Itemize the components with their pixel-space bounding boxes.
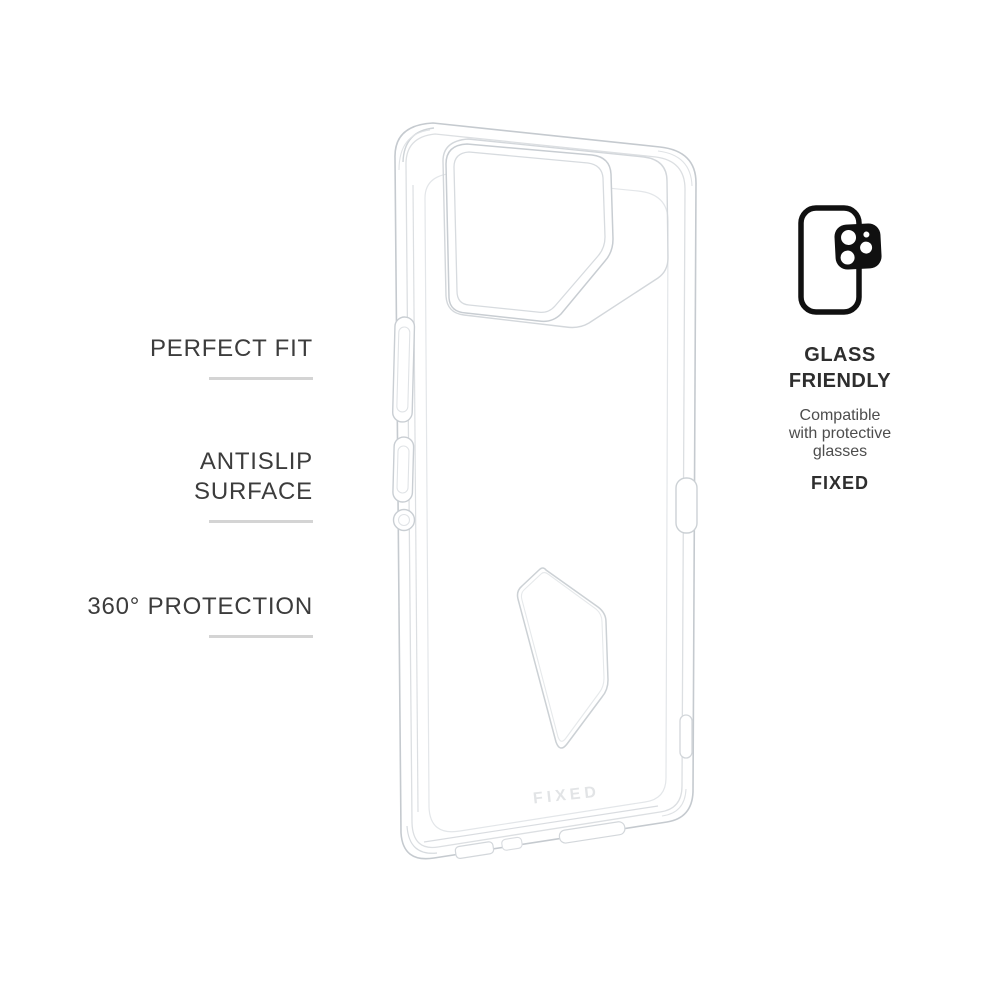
case-inner-rim bbox=[405, 133, 686, 849]
phone-camera-glass-icon bbox=[798, 205, 882, 315]
feature-divider bbox=[209, 377, 313, 380]
camera-island-outline bbox=[442, 138, 669, 329]
feature-item-antislip-surface: ANTISLIP SURFACE bbox=[194, 447, 313, 523]
feature-divider bbox=[209, 520, 313, 523]
right-edge-notch bbox=[675, 477, 698, 534]
right-edge-pill-cutout bbox=[679, 714, 693, 759]
diamond-cutout bbox=[516, 567, 609, 749]
feature-label: 360° PROTECTION bbox=[87, 593, 313, 620]
feature-label: ANTISLIP SURFACE bbox=[194, 448, 313, 505]
corner-bumper-bottom-right bbox=[661, 788, 687, 817]
feature-label: PERFECT FIT bbox=[149, 335, 313, 362]
diamond-cutout-bevel bbox=[520, 571, 605, 742]
corner-bumper-top-left-2 bbox=[398, 129, 431, 171]
case-embossed-brand: FIXED bbox=[532, 784, 601, 808]
power-button bbox=[392, 436, 415, 503]
feature-item-360-protection: 360° PROTECTION bbox=[87, 592, 313, 638]
corner-bumper-top-right bbox=[657, 150, 693, 187]
corner-bumper-bottom-left bbox=[406, 825, 438, 854]
glass-friendly-description: Compatible with protective glasses bbox=[788, 407, 892, 460]
glass-friendly-callout: GLASS FRIENDLY Compatible with protectiv… bbox=[756, 194, 924, 494]
brand-name: FIXED bbox=[810, 473, 869, 493]
bottom-inner-edge bbox=[423, 805, 659, 843]
spine-inner-edge bbox=[412, 184, 419, 813]
case-inner-bed bbox=[424, 172, 669, 833]
volume-button bbox=[392, 316, 416, 423]
bottom-cutouts bbox=[454, 821, 626, 859]
side-port-hole bbox=[392, 508, 416, 532]
phone-case-illustration: FIXED bbox=[373, 106, 717, 890]
glass-friendly-title: GLASS FRIENDLY bbox=[788, 344, 892, 392]
camera-glass-module-icon bbox=[834, 223, 882, 270]
feature-divider bbox=[209, 635, 313, 638]
phone-case-art-svg: FIXED bbox=[392, 122, 698, 860]
feature-item-perfect-fit: PERFECT FIT bbox=[150, 334, 313, 380]
camera-cutout-inner bbox=[453, 151, 606, 314]
